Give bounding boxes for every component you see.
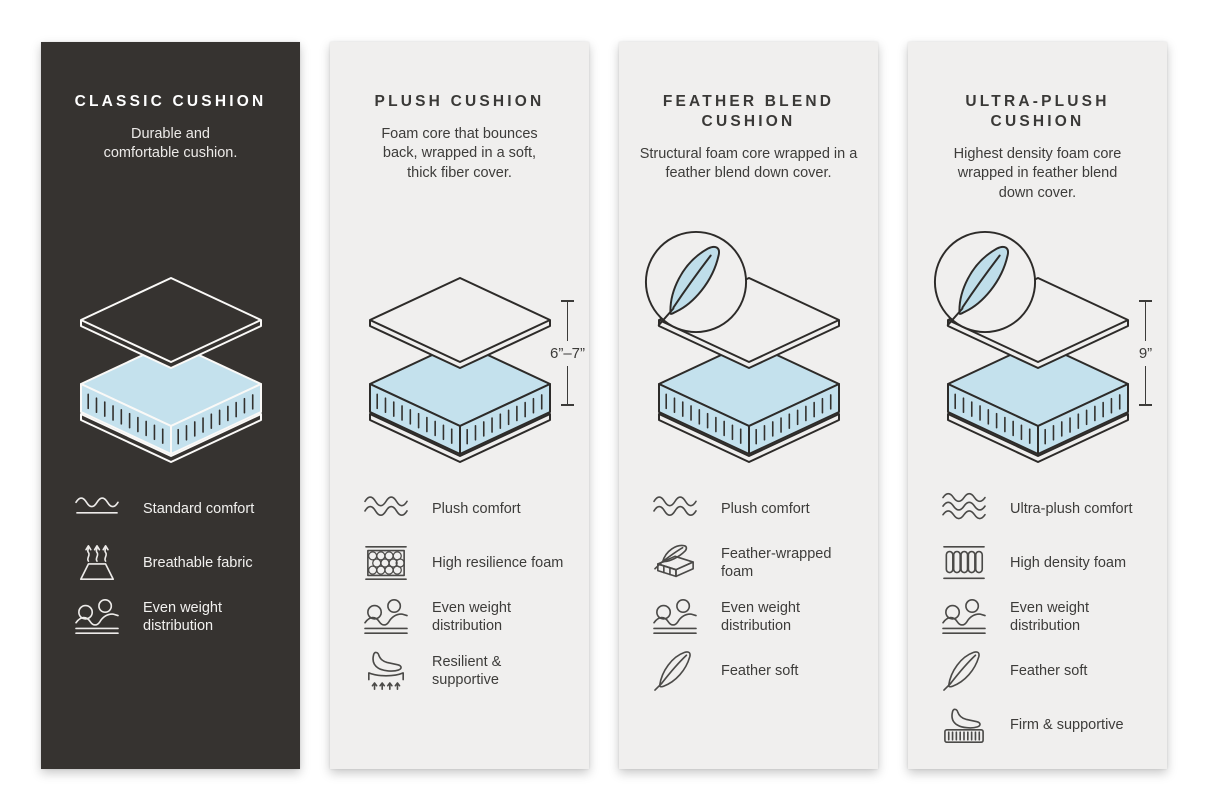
resilient-supportive-icon — [362, 650, 410, 692]
feature-row: Even weight distribution — [73, 596, 300, 638]
card-title: PLUSH CUSHION — [374, 93, 545, 110]
measure-cap — [1139, 300, 1152, 302]
card-description: Highest density foam core wrapped in fea… — [953, 145, 1122, 201]
card-classic-cushion: CLASSIC CUSHION Durable and comfortable … — [41, 42, 300, 769]
wave-single-icon — [73, 488, 121, 530]
feature-row: Plush comfort — [651, 488, 878, 530]
top-cover-layer — [368, 277, 551, 369]
measure-line — [1144, 302, 1147, 341]
feature-label: Ultra-plush comfort — [1010, 500, 1133, 517]
feature-label: Resilient & supportive — [432, 653, 502, 688]
top-cover-layer — [79, 277, 262, 369]
cushion-layers-graphic — [71, 276, 271, 468]
feature-label: Feather soft — [721, 662, 799, 679]
feature-row: Standard comfort — [73, 488, 300, 530]
measure-cap — [561, 300, 574, 302]
feature-label: Breathable fabric — [143, 554, 253, 571]
feature-row: Even weight distribution — [940, 596, 1167, 638]
feature-label: Feather-wrapped foam — [721, 545, 832, 580]
feature-row: High resilience foam — [362, 542, 589, 584]
card-title: CLASSIC CUSHION — [74, 93, 267, 110]
feature-row: Breathable fabric — [73, 542, 300, 584]
feature-label: High resilience foam — [432, 554, 564, 571]
feature-label: Even weight distribution — [1010, 599, 1089, 634]
feature-label: Feather soft — [1010, 662, 1088, 679]
card-title: ULTRA-PLUSH CUSHION — [965, 93, 1110, 130]
card-title: FEATHER BLEND CUSHION — [662, 93, 835, 130]
card-header: FEATHER BLEND CUSHION Structural foam co… — [619, 92, 878, 232]
feature-row: Firm & supportive — [940, 704, 1167, 746]
feature-label: Even weight distribution — [721, 599, 800, 634]
feather-badge-icon — [933, 230, 1036, 334]
feature-row: Even weight distribution — [362, 596, 589, 638]
feature-label: Even weight distribution — [143, 599, 222, 634]
foam-core-layer — [946, 341, 1129, 455]
feature-list: Plush comfort High resilience foam Even … — [362, 488, 589, 692]
feather-foam-icon — [651, 542, 699, 584]
feature-list: Plush comfort Feather-wrapped foam Even … — [651, 488, 878, 692]
measure-cap — [561, 404, 574, 406]
wave-double-icon — [362, 488, 410, 530]
feature-row: Resilient & supportive — [362, 650, 589, 692]
cushion-layers-graphic — [360, 276, 560, 468]
card-header: ULTRA-PLUSH CUSHION Highest density foam… — [908, 92, 1167, 232]
weight-distribution-icon — [73, 596, 121, 638]
card-plush-cushion: PLUSH CUSHION Foam core that bounces bac… — [330, 42, 589, 769]
feature-label: Plush comfort — [432, 500, 521, 517]
feature-row: Feather soft — [940, 650, 1167, 692]
card-header: PLUSH CUSHION Foam core that bounces bac… — [330, 92, 589, 232]
cushion-illustration — [619, 230, 878, 474]
measure-cap — [1139, 404, 1152, 406]
cushion-layers-graphic — [649, 276, 849, 468]
feature-list: Standard comfort Breathable fabric Even … — [73, 488, 300, 638]
feather-icon — [940, 650, 988, 692]
feature-row: Feather soft — [651, 650, 878, 692]
feature-label: Firm & supportive — [1010, 716, 1124, 733]
feather-icon — [651, 650, 699, 692]
density-foam-icon — [940, 542, 988, 584]
card-description: Structural foam core wrapped in a feathe… — [639, 145, 858, 182]
weight-distribution-icon — [651, 596, 699, 638]
card-feather-blend-cushion: FEATHER BLEND CUSHION Structural foam co… — [619, 42, 878, 769]
measure-line — [566, 365, 569, 404]
cushion-illustration: 9” — [908, 230, 1167, 474]
weight-distribution-icon — [362, 596, 410, 638]
card-header: CLASSIC CUSHION Durable and comfortable … — [41, 92, 300, 232]
firm-supportive-icon — [940, 704, 988, 746]
wave-double-icon — [651, 488, 699, 530]
weight-distribution-icon — [940, 596, 988, 638]
feature-row: Ultra-plush comfort — [940, 488, 1167, 530]
height-measure: 9” — [1136, 300, 1156, 406]
cushion-illustration — [41, 232, 300, 474]
feature-list: Ultra-plush comfort High density foam Ev… — [940, 488, 1167, 746]
measure-line — [566, 302, 569, 341]
feature-label: Even weight distribution — [432, 599, 511, 634]
feature-row: High density foam — [940, 542, 1167, 584]
feature-row: Plush comfort — [362, 488, 589, 530]
breathable-icon — [73, 542, 121, 584]
resilience-foam-icon — [362, 542, 410, 584]
measure-label: 9” — [1138, 344, 1153, 362]
foam-core-layer — [657, 341, 840, 455]
feature-label: Standard comfort — [143, 500, 255, 517]
wave-triple-icon — [940, 488, 988, 530]
foam-core-layer — [368, 341, 551, 455]
foam-core-layer — [79, 341, 262, 455]
feature-row: Even weight distribution — [651, 596, 878, 638]
feature-label: High density foam — [1010, 554, 1127, 571]
cushion-illustration: 6”–7” — [330, 232, 589, 474]
height-measure: 6”–7” — [550, 300, 585, 406]
card-description: Durable and comfortable cushion. — [103, 125, 238, 162]
card-ultra-plush-cushion: ULTRA-PLUSH CUSHION Highest density foam… — [908, 42, 1167, 769]
feather-badge-icon — [644, 230, 747, 334]
measure-line — [1144, 365, 1147, 404]
measure-label: 6”–7” — [549, 344, 586, 362]
feature-row: Feather-wrapped foam — [651, 542, 878, 584]
card-description: Foam core that bounces back, wrapped in … — [381, 125, 538, 181]
feature-label: Plush comfort — [721, 500, 810, 517]
